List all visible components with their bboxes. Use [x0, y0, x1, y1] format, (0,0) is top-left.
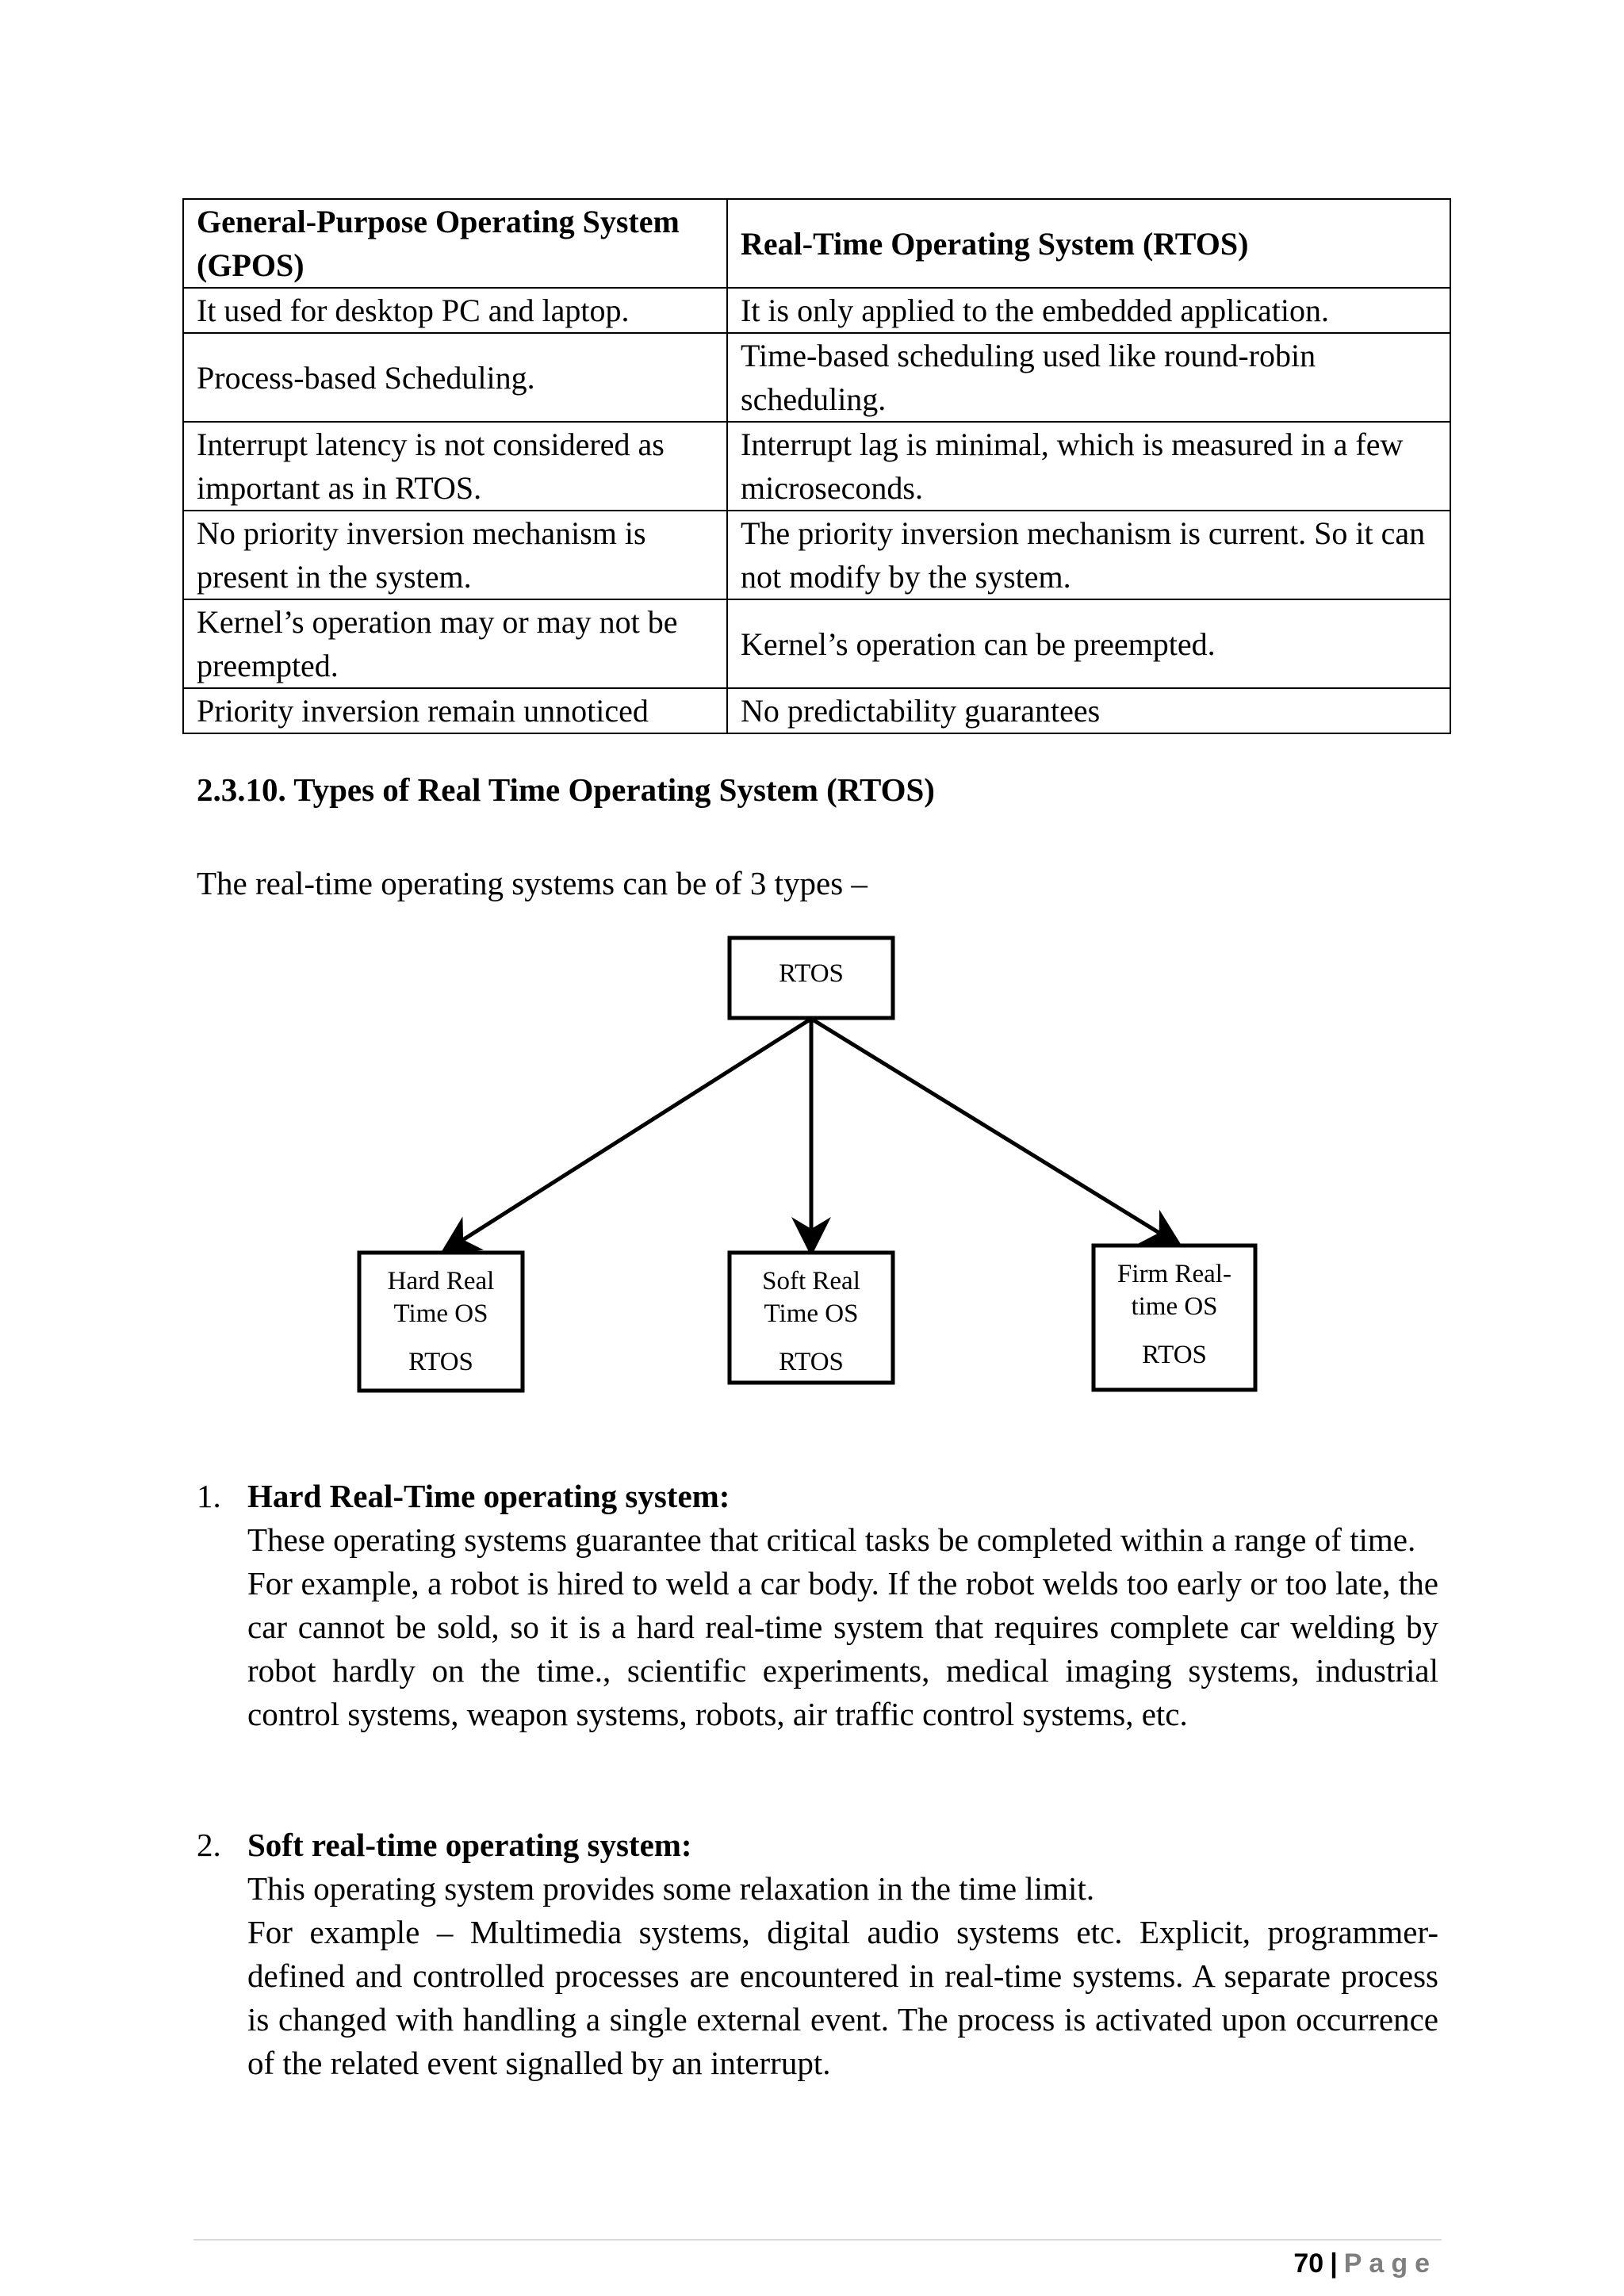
table-cell: Interrupt latency is not considered as i… [182, 421, 728, 511]
soft-rtos-line3: RTOS [779, 1348, 844, 1376]
table-row: Process-based Scheduling. Time-based sch… [182, 332, 1451, 423]
soft-rtos-line2: Time OS [764, 1299, 859, 1328]
root-label: RTOS [779, 959, 844, 988]
table-cell: Process-based Scheduling. [182, 332, 728, 423]
table-cell: No predictability guarantees [726, 687, 1451, 734]
table-cell: The priority inversion mechanism is curr… [726, 510, 1451, 600]
section-number: 2. [197, 1827, 221, 1863]
table-header-gpos: General-Purpose Operating System (GPOS) [182, 198, 728, 289]
section-number: 1. [197, 1478, 221, 1514]
intro-text: The real-time operating systems can be o… [197, 865, 868, 901]
footer-divider [193, 2239, 1442, 2241]
table-row: No priority inversion mechanism is prese… [182, 510, 1451, 600]
table-cell: Kernel’s operation can be preempted. [726, 599, 1451, 689]
section-paragraph: These operating systems guarantee that c… [247, 1521, 1416, 1558]
table-header-rtos: Real-Time Operating System (RTOS) [726, 198, 1451, 289]
section-paragraph: For example – Multimedia systems, digita… [247, 1914, 1438, 2081]
footer-separator: | [1330, 2248, 1338, 2279]
soft-rtos-box [727, 1250, 895, 1385]
firm-rtos-line1: Firm Real- [1117, 1260, 1231, 1288]
arrow-to-hard [439, 1016, 813, 1255]
page-number: 70 [1293, 2248, 1324, 2279]
page-word: Page [1343, 2248, 1437, 2279]
table-row: It used for desktop PC and laptop. It is… [182, 287, 1451, 334]
table-cell: Kernel’s operation may or may not be pre… [182, 599, 728, 689]
root-box [727, 936, 895, 1020]
arrow-to-firm [810, 1016, 1183, 1248]
firm-rtos-box [1091, 1243, 1258, 1392]
section-paragraph: For example, a robot is hired to weld a … [247, 1565, 1438, 1732]
table-row: Priority inversion remain unnoticed No p… [182, 687, 1451, 734]
table-cell: Priority inversion remain unnoticed [182, 687, 728, 734]
comparison-table: General-Purpose Operating System (GPOS) … [182, 198, 1451, 734]
table-cell: Time-based scheduling used like round-ro… [726, 332, 1451, 423]
table-header-row: General-Purpose Operating System (GPOS) … [182, 198, 1451, 289]
hard-rtos-line3: RTOS [408, 1348, 473, 1376]
hard-rtos-box [357, 1250, 525, 1393]
hard-rtos-line1: Hard Real [388, 1267, 495, 1295]
section-title: Hard Real-Time operating system: [247, 1478, 730, 1514]
section-heading: 2.3.10. Types of Real Time Operating Sys… [197, 771, 935, 808]
firm-rtos-line3: RTOS [1142, 1341, 1207, 1369]
soft-rtos-line1: Soft Real [762, 1267, 860, 1295]
firm-rtos-line2: time OS [1131, 1292, 1217, 1321]
table-cell: No priority inversion mechanism is prese… [182, 510, 728, 600]
section-hard-rtos: 1. Hard Real-Time operating system: Thes… [197, 1475, 1438, 1736]
table-cell: It is only applied to the embedded appli… [726, 287, 1451, 334]
page-footer: 70|Page [1293, 2248, 1437, 2279]
section-paragraph: This operating system provides some rela… [247, 1870, 1095, 1907]
table-cell: Interrupt lag is minimal, which is measu… [726, 421, 1451, 511]
section-title: Soft real-time operating system: [247, 1827, 692, 1863]
hard-rtos-line2: Time OS [394, 1299, 488, 1328]
table-cell: It used for desktop PC and laptop. [182, 287, 728, 334]
table-row: Interrupt latency is not considered as i… [182, 421, 1451, 511]
section-soft-rtos: 2. Soft real-time operating system: This… [197, 1823, 1438, 2085]
table-row: Kernel’s operation may or may not be pre… [182, 599, 1451, 689]
